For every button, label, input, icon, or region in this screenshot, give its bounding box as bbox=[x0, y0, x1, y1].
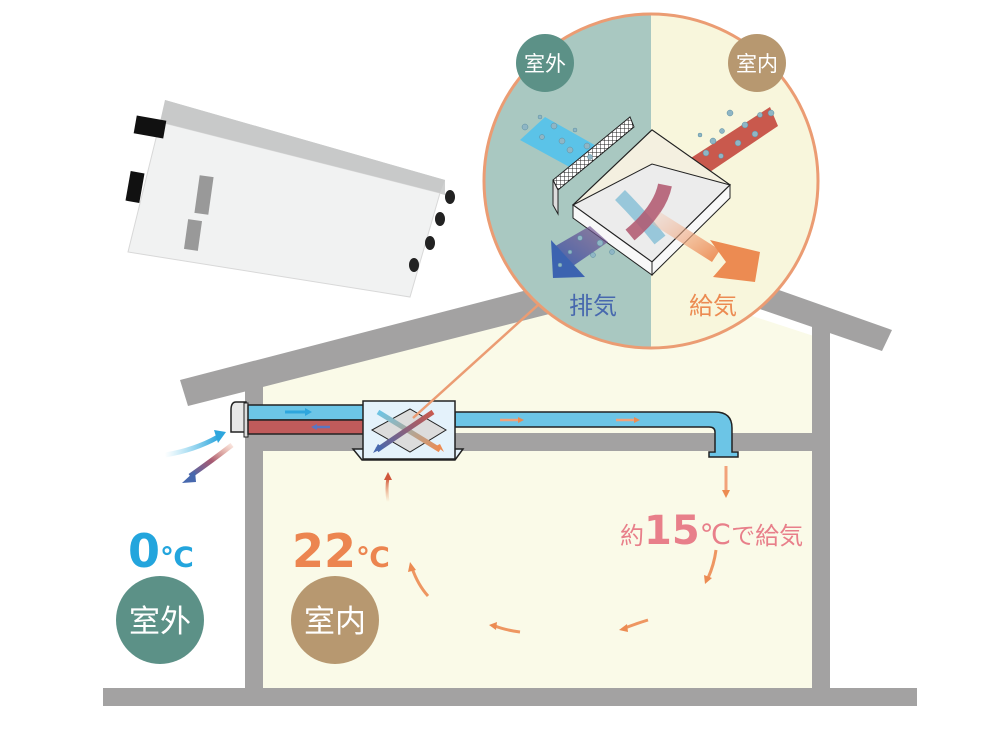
indoor-temperature: 22℃ bbox=[292, 524, 390, 578]
house bbox=[103, 262, 917, 706]
ground-floor bbox=[103, 688, 917, 706]
product-image bbox=[125, 100, 455, 298]
exhaust-duct bbox=[247, 419, 366, 435]
indoor-badge bbox=[291, 576, 379, 664]
indoor-info: 22℃ 室内 bbox=[291, 524, 390, 664]
supply-label: 給気 bbox=[689, 292, 737, 320]
outdoor-badge-small-label: 室外 bbox=[524, 52, 566, 76]
exhaust-arrow bbox=[188, 443, 234, 479]
exhaust-label: 排気 bbox=[569, 292, 617, 320]
supply-note-unit: ℃ bbox=[700, 518, 731, 551]
outdoor-info: 0℃ 室外 bbox=[116, 524, 204, 664]
ceiling bbox=[245, 433, 830, 451]
detail-leader-line bbox=[412, 304, 539, 419]
duct-system bbox=[230, 400, 739, 461]
supply-note-suffix: で給気 bbox=[731, 522, 803, 550]
supply-duct bbox=[454, 411, 739, 458]
supply-flow-arrow bbox=[710, 240, 760, 282]
left-wall bbox=[245, 372, 263, 690]
outdoor-airflow bbox=[164, 430, 234, 483]
outdoor-temperature-unit: ℃ bbox=[160, 541, 194, 574]
outdoor-temperature: 0℃ bbox=[128, 524, 194, 578]
outdoor-badge-label: 室外 bbox=[129, 604, 191, 640]
indoor-temperature-value: 22 bbox=[292, 524, 356, 578]
outdoor-badge bbox=[116, 576, 204, 664]
intake-arrow bbox=[164, 434, 220, 458]
house-interior bbox=[262, 283, 826, 690]
outdoor-badge-small bbox=[516, 34, 574, 92]
indoor-temperature-unit: ℃ bbox=[356, 541, 390, 574]
indoor-badge-small-label: 室内 bbox=[736, 52, 778, 76]
outdoor-temperature-value: 0 bbox=[128, 524, 160, 578]
indoor-badge-small bbox=[728, 34, 786, 92]
roof-left bbox=[180, 268, 620, 406]
indoor-badge-label: 室内 bbox=[304, 604, 366, 640]
supply-temperature-note: 約15℃で給気 bbox=[620, 508, 803, 554]
right-wall bbox=[812, 310, 830, 690]
outdoor-hood bbox=[230, 401, 247, 433]
supply-note-prefix: 約 bbox=[620, 522, 644, 550]
supply-note-temperature: 15 bbox=[644, 508, 700, 554]
detail-circle-border bbox=[482, 12, 820, 350]
heat-exchanger-unit bbox=[351, 400, 465, 461]
indoor-circulation bbox=[384, 466, 730, 634]
